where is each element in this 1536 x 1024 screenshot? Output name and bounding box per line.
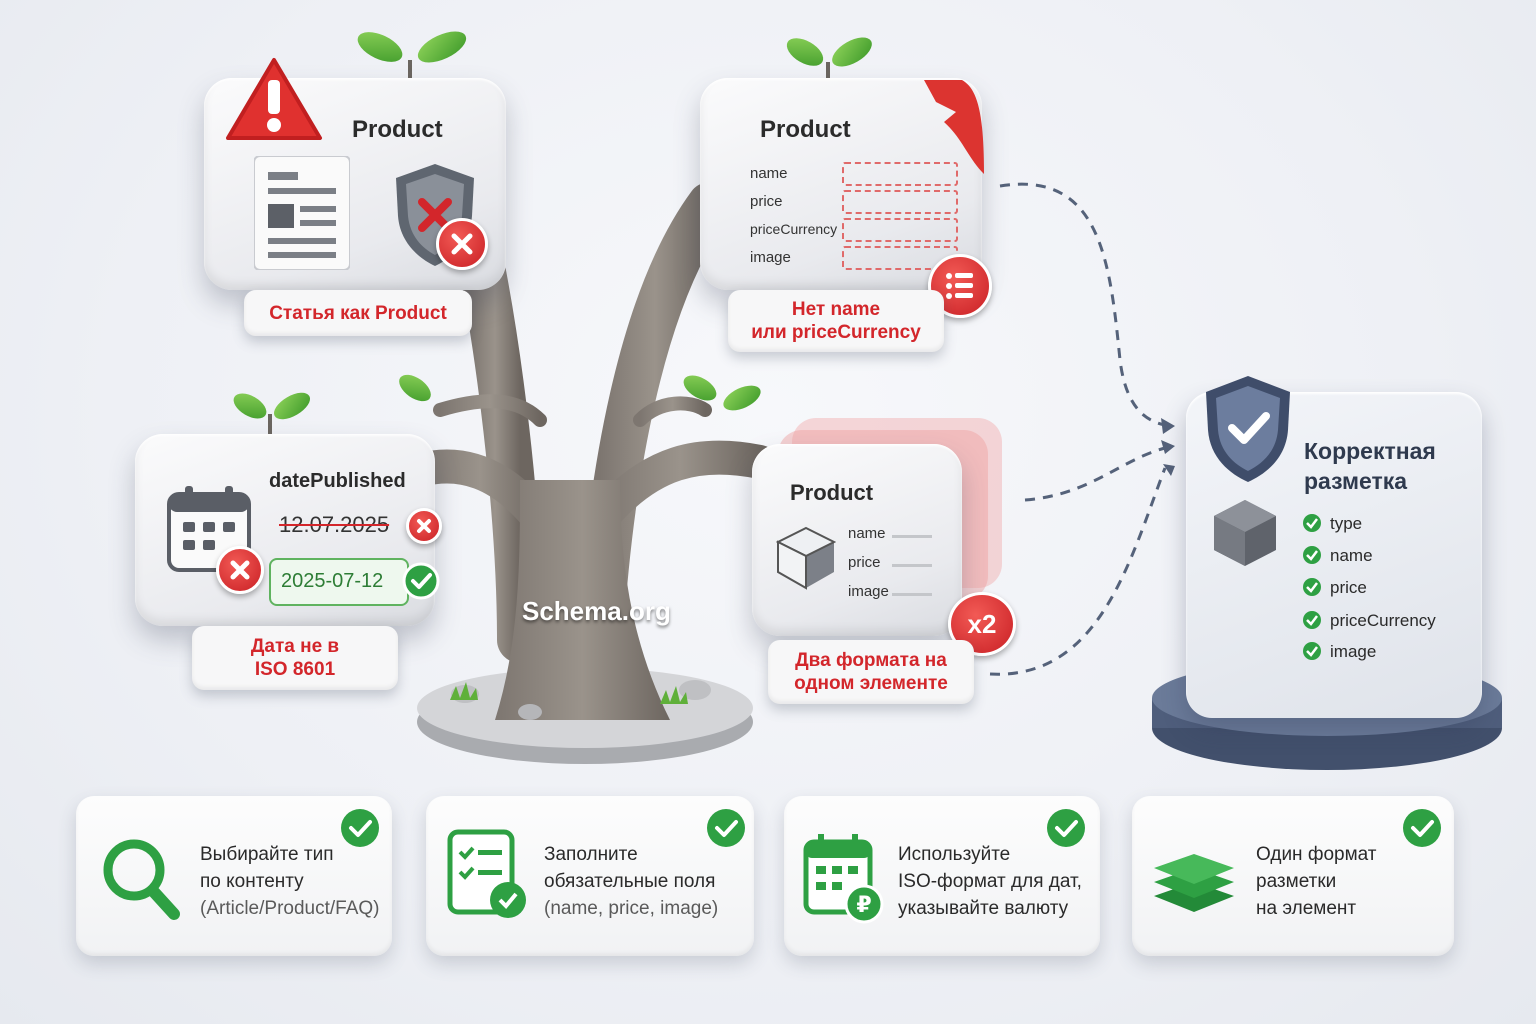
card-label: Два формата на одном элементе <box>768 640 974 704</box>
result-item: name <box>1330 546 1373 565</box>
tip-line: разметки <box>1256 871 1337 892</box>
card-label: Нет name или priceCurrency <box>728 290 944 352</box>
tip-card: Выбирайте тип по контенту (Article/Produ… <box>76 796 392 956</box>
tip-card: Заполните обязательные поля (name, price… <box>426 796 754 956</box>
correct-date-value: 2025-07-12 <box>281 570 384 592</box>
card-missing-fields: Product name price priceCurrency image <box>700 78 982 290</box>
result-title-line: Корректная <box>1304 438 1436 464</box>
check-badge-icon <box>1047 809 1085 847</box>
check-icon <box>1303 546 1321 564</box>
tip-line: (name, price, image) <box>544 898 719 919</box>
calendar-currency-icon: ₽ <box>803 834 884 924</box>
tip-line: (Article/Product/FAQ) <box>200 898 380 919</box>
field-name: name <box>750 165 788 182</box>
checklist-icon <box>447 829 526 918</box>
badge-text: x2 <box>967 608 997 639</box>
tip-line: Используйте <box>898 844 1011 865</box>
shield-check-icon <box>1206 376 1290 482</box>
tip-card: Один формат разметки на элемент <box>1132 796 1454 956</box>
correct-date-box <box>269 558 409 606</box>
tip-line: на элемент <box>1256 898 1357 919</box>
check-icon <box>1303 611 1321 629</box>
empty-field <box>842 162 958 186</box>
error-badge-icon <box>436 218 488 270</box>
empty-field <box>842 218 958 242</box>
tip-line: обязательные поля <box>544 871 716 892</box>
wrong-date-value: 12.07.2025 <box>279 512 390 537</box>
tip-line: Один формат <box>1256 844 1377 865</box>
trunk-label: Schema.org <box>522 596 671 626</box>
field-image: image <box>848 583 889 600</box>
wrong-date-x-icon <box>406 508 442 544</box>
tip-line: по контенту <box>200 871 304 892</box>
label-text: Статья как Product <box>269 302 447 324</box>
check-badge-icon <box>402 562 440 600</box>
result-item: type <box>1330 514 1363 533</box>
label-text: Два формата на <box>795 650 947 671</box>
field-line <box>892 593 932 596</box>
check-badge-icon <box>707 809 745 847</box>
result-title: Корректная разметка <box>1304 436 1436 496</box>
tip-line: Выбирайте тип <box>200 844 334 865</box>
tip-text: Используйте ISO-формат для дат, указывай… <box>898 841 1082 922</box>
field-line <box>892 535 932 538</box>
connector-arrows <box>989 182 1167 676</box>
label-text: Нет name <box>791 299 881 320</box>
label-text: одном элементе <box>794 673 948 694</box>
tip-card: ₽ Используйте ISO-формат для дат, указыв… <box>784 796 1100 956</box>
warning-icon <box>226 58 322 140</box>
field-pricecurrency: priceCurrency <box>750 221 838 237</box>
layers-icon <box>1154 854 1234 912</box>
document-icon <box>254 156 350 270</box>
field-price: price <box>750 193 783 210</box>
card-label: Статья как Product <box>244 290 472 336</box>
tip-line: ISO-формат для дат, <box>898 871 1082 892</box>
tip-line: Заполните <box>544 844 638 865</box>
card-duplicate-formats: Product name price image <box>752 444 962 636</box>
result-item: image <box>1330 642 1377 661</box>
card-date-format: datePublished 12.07.2025 2025-07-12 <box>135 434 435 626</box>
torn-corner-icon <box>924 80 984 174</box>
label-text: Дата не в <box>250 636 340 657</box>
card-title: Product <box>352 116 443 143</box>
check-badge-icon <box>341 809 379 847</box>
label-text: ISO 8601 <box>254 659 336 680</box>
search-icon <box>103 839 180 920</box>
cube-icon <box>776 526 836 590</box>
tip-text: Выбирайте тип по контенту (Article/Produ… <box>200 841 380 922</box>
field-name: name <box>848 525 886 542</box>
card-label: Дата не в ISO 8601 <box>192 626 398 690</box>
card-title: datePublished <box>269 470 406 492</box>
result-title-line: разметка <box>1304 468 1408 494</box>
field-line <box>892 564 932 567</box>
cube-icon <box>1214 500 1276 566</box>
empty-field <box>842 190 958 214</box>
label-text: или priceCurrency <box>751 322 921 343</box>
result-item: price <box>1330 578 1367 597</box>
result-item: priceCurrency <box>1330 611 1436 630</box>
calendar-error-icon <box>216 546 264 594</box>
card-title: Product <box>760 116 851 143</box>
check-badge-icon <box>1403 809 1441 847</box>
field-image: image <box>750 249 791 266</box>
check-icon <box>1303 578 1321 596</box>
check-icon <box>1303 514 1321 532</box>
check-icon <box>1303 642 1321 660</box>
tree-trunk <box>495 480 670 720</box>
tip-text: Один формат разметки на элемент <box>1256 841 1377 922</box>
svg-text:₽: ₽ <box>856 893 871 918</box>
card-title: Product <box>790 480 874 505</box>
field-price: price <box>848 554 881 571</box>
tip-text: Заполните обязательные поля (name, price… <box>544 841 718 922</box>
tip-line: указывайте валюту <box>898 898 1069 919</box>
